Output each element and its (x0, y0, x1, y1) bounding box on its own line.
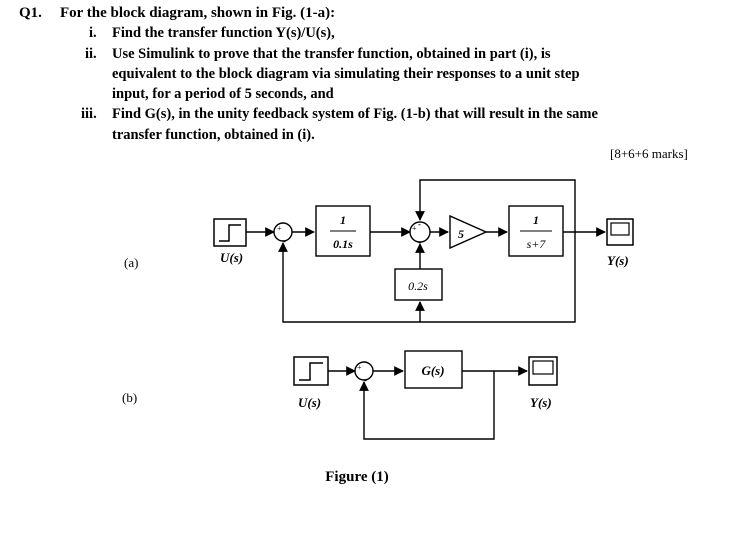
integrator-block: 1 0.1s (315, 205, 371, 257)
item-iii-number: iii. (81, 106, 97, 122)
gain-block: 5 (449, 214, 488, 250)
svg-text:-: - (283, 236, 286, 246)
svg-text:1: 1 (340, 213, 346, 227)
sum-junction-2: + - - (409, 219, 431, 247)
plant-block: 1 s+7 (508, 205, 564, 257)
item-iii-line-2: transfer function, obtained in (i). (112, 127, 315, 143)
item-ii-line-3: input, for a period of 5 seconds, and (112, 86, 334, 102)
item-i-number: i. (89, 25, 97, 41)
item-ii-line-2: equivalent to the block diagram via simu… (112, 66, 580, 82)
scope-block-a (606, 218, 634, 246)
svg-text:-: - (418, 219, 421, 229)
derivative-block: 0.2s (394, 268, 443, 301)
svg-text:+: + (357, 363, 362, 372)
g-block: G(s) (404, 350, 463, 389)
figure-a-label: (a) (124, 255, 138, 270)
scope-block-b (528, 356, 558, 386)
svg-text:-: - (364, 375, 367, 385)
input-label-u: U(s) (220, 250, 243, 265)
svg-text:G(s): G(s) (421, 363, 444, 378)
unity-feedback-path (359, 371, 495, 440)
figure-b-label: (b) (122, 390, 137, 405)
svg-text:5: 5 (458, 227, 464, 241)
svg-text:0.2s: 0.2s (408, 279, 428, 293)
item-iii-line-1: Find G(s), in the unity feedback system … (112, 106, 598, 122)
item-i-text: Find the transfer function Y(s)/U(s), (112, 25, 335, 41)
input-label-u-b: U(s) (298, 395, 321, 410)
svg-text:+: + (412, 224, 417, 233)
svg-text:1: 1 (533, 213, 539, 227)
sum-junction-1: + - (273, 222, 293, 246)
svg-text:s+7: s+7 (527, 237, 547, 251)
svg-text:-: - (418, 237, 421, 247)
question-number: Q1. (19, 5, 42, 21)
feedback-path-inner (415, 179, 576, 232)
output-label-y: Y(s) (607, 253, 629, 268)
item-ii-number: ii. (85, 46, 97, 62)
item-ii-line-1: Use Simulink to prove that the transfer … (112, 46, 551, 62)
feedback-path-outer (278, 232, 576, 323)
svg-text:+: + (277, 224, 282, 233)
sum-junction-b: + - (354, 361, 374, 385)
step-input-block-b (293, 356, 329, 386)
output-label-y-b: Y(s) (530, 395, 552, 410)
svg-text:0.1s: 0.1s (333, 237, 353, 251)
question-intro: For the block diagram, shown in Fig. (1-… (60, 5, 336, 21)
marks: [8+6+6 marks] (610, 146, 688, 161)
figure-caption: Figure (1) (325, 469, 388, 485)
step-input-block (213, 218, 247, 247)
